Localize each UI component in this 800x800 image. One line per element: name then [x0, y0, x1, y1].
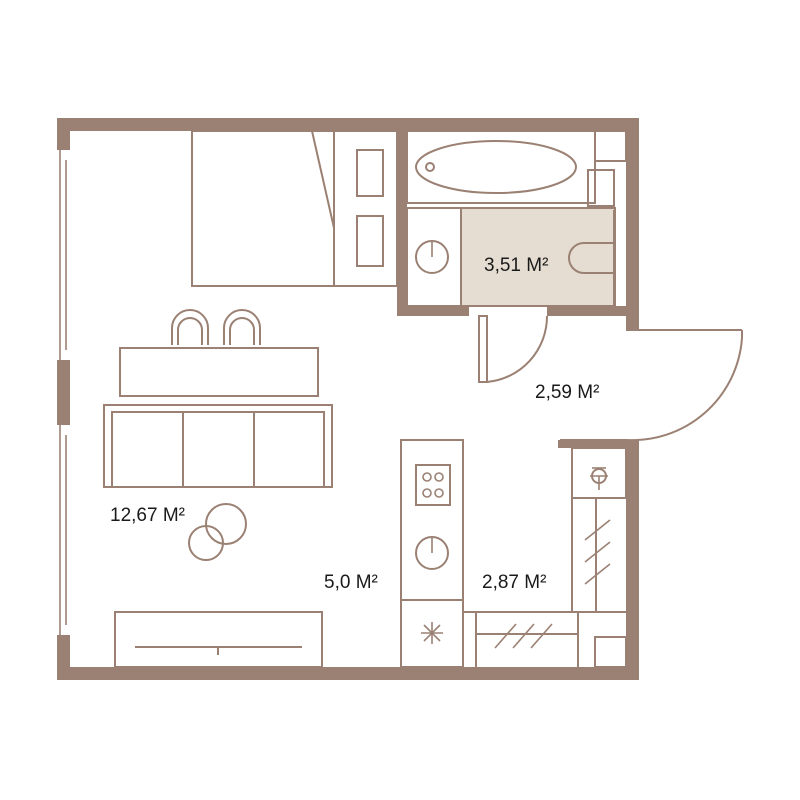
area-label-kitchen: 5,0 М² [324, 572, 378, 593]
cleaning-sink-icon [590, 467, 608, 490]
kitchen-sink-icon [415, 536, 449, 570]
toilet-icon [568, 210, 615, 305]
bathtub-icon [406, 130, 615, 207]
area-label-wardrobe: 2,87 М² [482, 572, 546, 593]
desk-icon [119, 347, 319, 397]
entrance-door-icon [560, 329, 743, 442]
area-label-living-room: 12,67 М² [110, 505, 185, 526]
fridge-icon [421, 622, 443, 644]
door-icon [478, 315, 549, 383]
sink-icon [406, 207, 462, 307]
sofa-icon [103, 404, 333, 488]
hanger-rail-icon [494, 519, 611, 649]
wardrobe-room [462, 447, 627, 667]
bathroom-fill [460, 207, 616, 307]
area-label-bathroom: 3,51 М² [484, 255, 548, 276]
window-icon [57, 150, 70, 635]
area-label-hallway: 2,59 М² [535, 382, 599, 403]
coffee-table-icon [188, 503, 247, 561]
tv-stand-icon [114, 611, 323, 668]
chairs-icon [171, 309, 261, 345]
wardrobe-icon [333, 130, 398, 287]
bed-icon [191, 130, 335, 287]
kitchen-unit [400, 439, 464, 668]
stove-icon [415, 464, 451, 506]
